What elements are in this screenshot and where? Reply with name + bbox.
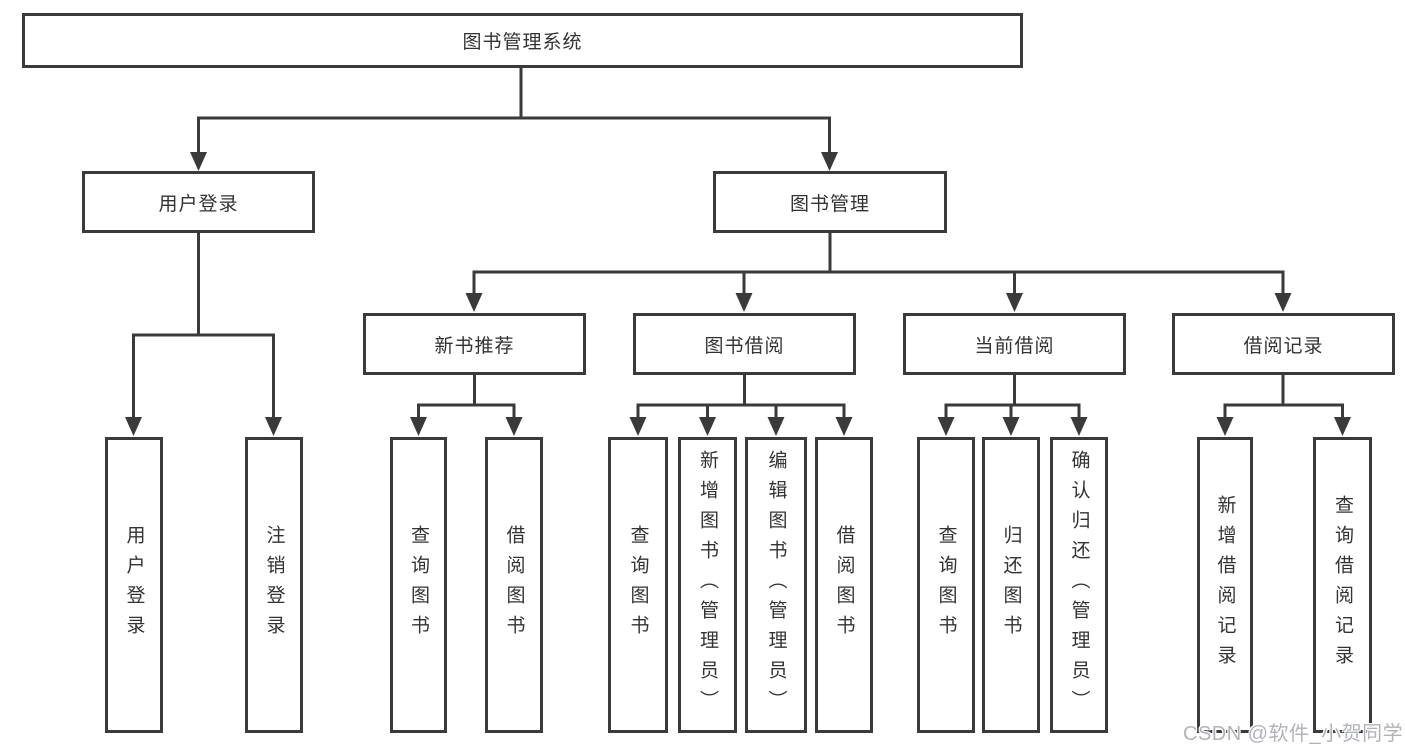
leaf-add-borrow-record-label: 新增借阅记录: [1214, 495, 1236, 675]
node-borrowing-records-label: 借阅记录: [1243, 335, 1324, 357]
leaf-confirm-return-admin-label: 确认归还（管理员）: [1068, 450, 1090, 720]
leaf-edit-book-admin-label: 编辑图书（管理员）: [765, 450, 787, 720]
arrowhead-icon: [767, 417, 785, 436]
connector-borrow-to-leaves: [636, 375, 846, 421]
leaf-user-login-label: 用户登录: [123, 525, 145, 645]
arrowhead-icon: [125, 417, 142, 436]
connector-paths: [132, 68, 1344, 421]
arrowhead-icon: [735, 293, 753, 312]
leaf-edit-book-admin: 编辑图书（管理员）: [745, 437, 807, 733]
arrowhead-icon: [821, 152, 838, 171]
csdn-watermark: CSDN @软件_小贺同学: [1183, 723, 1404, 745]
leaf-query-book-1-label: 查询图书: [408, 525, 429, 645]
leaf-add-book-admin-label: 新增图书（管理员）: [697, 450, 718, 720]
node-new-book-recommend: 新书推荐: [363, 313, 586, 375]
arrowhead-icon: [699, 417, 716, 436]
leaf-logout-label: 注销登录: [263, 525, 285, 645]
connector-login-to-leaves: [132, 233, 275, 421]
arrowhead-icon: [1216, 417, 1234, 436]
arrowhead-icon: [1002, 417, 1020, 436]
node-book-borrowing: 图书借阅: [633, 313, 856, 375]
leaf-query-book-under-current: 查询图书: [917, 437, 975, 733]
node-book-management: 图书管理: [713, 171, 947, 233]
leaf-query-book-3-label: 查询图书: [935, 525, 957, 645]
node-current-borrowing: 当前借阅: [903, 313, 1126, 375]
leaf-borrow-book-under-borrowing: 借阅图书: [815, 437, 873, 733]
leaf-borrow-book-1-label: 借阅图书: [503, 525, 525, 645]
arrowhead-icon: [265, 417, 282, 436]
arrowhead-icon: [835, 417, 853, 436]
connector-records-to-leaves: [1223, 375, 1344, 421]
leaf-query-borrow-record: 查询借阅记录: [1313, 437, 1372, 733]
node-book-borrowing-label: 图书借阅: [704, 335, 785, 357]
leaf-confirm-return-admin: 确认归还（管理员）: [1050, 437, 1108, 733]
arrowhead-icon: [629, 417, 647, 436]
leaf-return-book: 归还图书: [982, 437, 1040, 733]
node-current-borrowing-label: 当前借阅: [974, 335, 1055, 357]
arrowhead-icon: [1274, 293, 1292, 312]
node-user-login-label: 用户登录: [158, 193, 239, 215]
leaf-query-book-under-recommend: 查询图书: [390, 437, 447, 733]
leaf-add-book-admin: 新增图书（管理员）: [678, 437, 737, 733]
arrowhead-icon: [937, 417, 955, 436]
arrowhead-icon: [1070, 417, 1088, 436]
node-root-system-label: 图书管理系统: [462, 32, 583, 53]
leaf-borrow-book-2-label: 借阅图书: [833, 525, 855, 645]
leaf-borrow-book-under-recommend: 借阅图书: [485, 437, 543, 733]
node-book-management-label: 图书管理: [789, 193, 870, 215]
arrowhead-icon: [1334, 417, 1351, 436]
arrowhead-icon: [465, 293, 483, 312]
node-borrowing-records: 借阅记录: [1172, 313, 1395, 375]
arrowhead-icon: [410, 417, 427, 436]
leaf-query-book-under-borrowing: 查询图书: [608, 437, 668, 733]
leaf-logout: 注销登录: [245, 437, 303, 733]
leaf-add-borrow-record: 新增借阅记录: [1197, 437, 1253, 733]
arrowhead-icon: [190, 152, 207, 171]
arrowhead-icon: [505, 417, 523, 436]
node-new-book-recommend-label: 新书推荐: [434, 335, 515, 357]
node-root-system: 图书管理系统: [22, 13, 1023, 68]
leaf-query-book-2-label: 查询图书: [627, 525, 649, 645]
connector-mgmt-to-level3: [472, 233, 1285, 297]
connector-newrec-to-leaves: [417, 375, 516, 421]
leaf-return-book-label: 归还图书: [1000, 525, 1022, 645]
arrowhead-icon: [1006, 293, 1023, 312]
connector-current-to-leaves: [944, 375, 1081, 421]
arrowheads: [125, 152, 1351, 436]
leaf-query-borrow-record-label: 查询借阅记录: [1332, 495, 1353, 675]
connector-root-to-level2: [197, 68, 831, 156]
leaf-user-login: 用户登录: [105, 437, 163, 733]
node-user-login: 用户登录: [82, 171, 315, 233]
